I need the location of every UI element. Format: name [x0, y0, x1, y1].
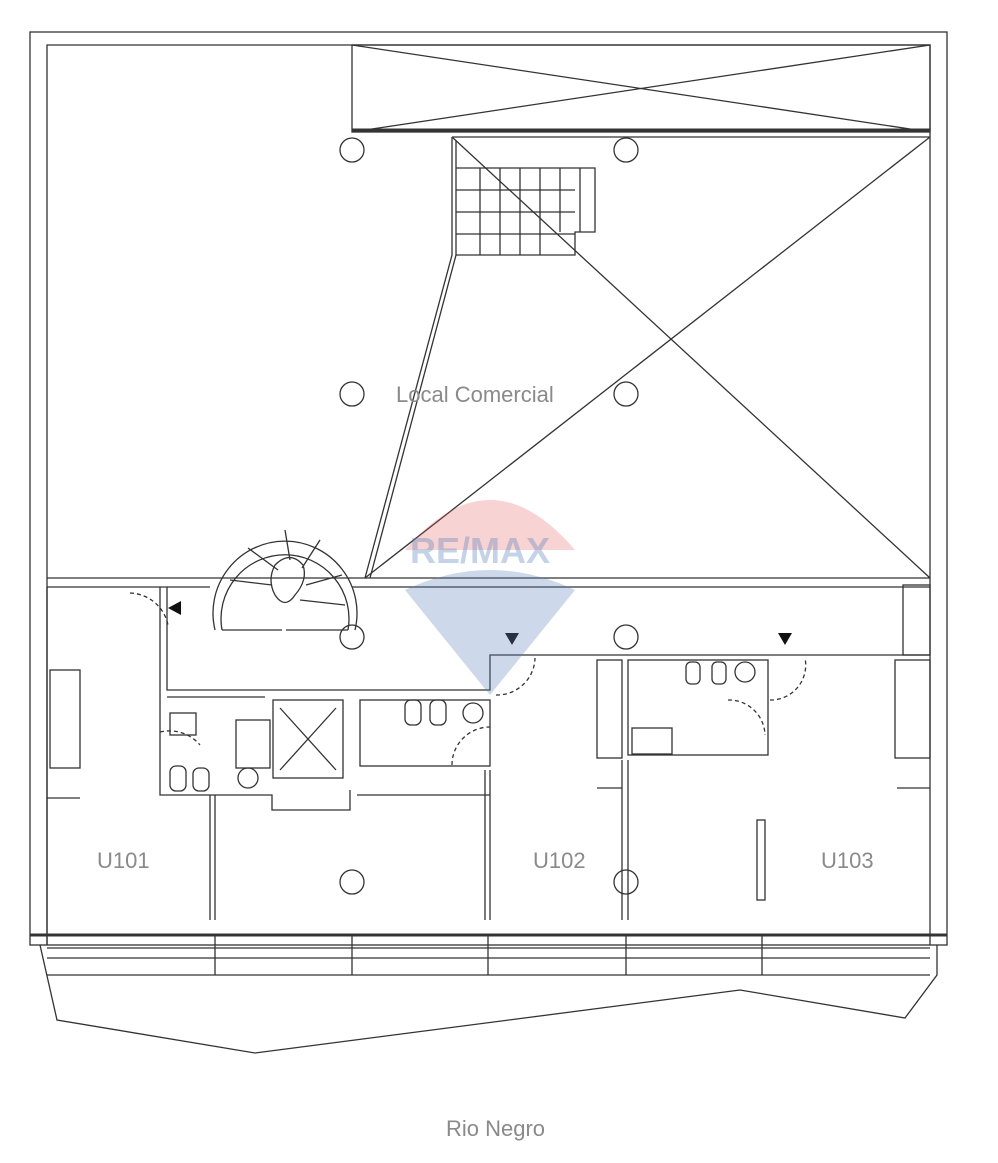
columns: [339, 137, 639, 895]
unit-label-u103: U103: [821, 848, 874, 873]
unit-label-u101: U101: [97, 848, 150, 873]
remax-watermark-text: RE/MAX: [410, 530, 551, 571]
unit-label-u102: U102: [533, 848, 586, 873]
remax-watermark-icon: [405, 500, 575, 695]
entry-arrows: [168, 601, 792, 645]
balcony: [30, 933, 947, 1054]
local-comercial-label: Local Comercial: [396, 382, 554, 407]
spiral-stair: [212, 529, 358, 631]
void-top: [351, 44, 931, 133]
street-label: Rio Negro: [446, 1116, 546, 1141]
unit-walls: [46, 587, 931, 945]
straight-stair: [456, 167, 596, 256]
